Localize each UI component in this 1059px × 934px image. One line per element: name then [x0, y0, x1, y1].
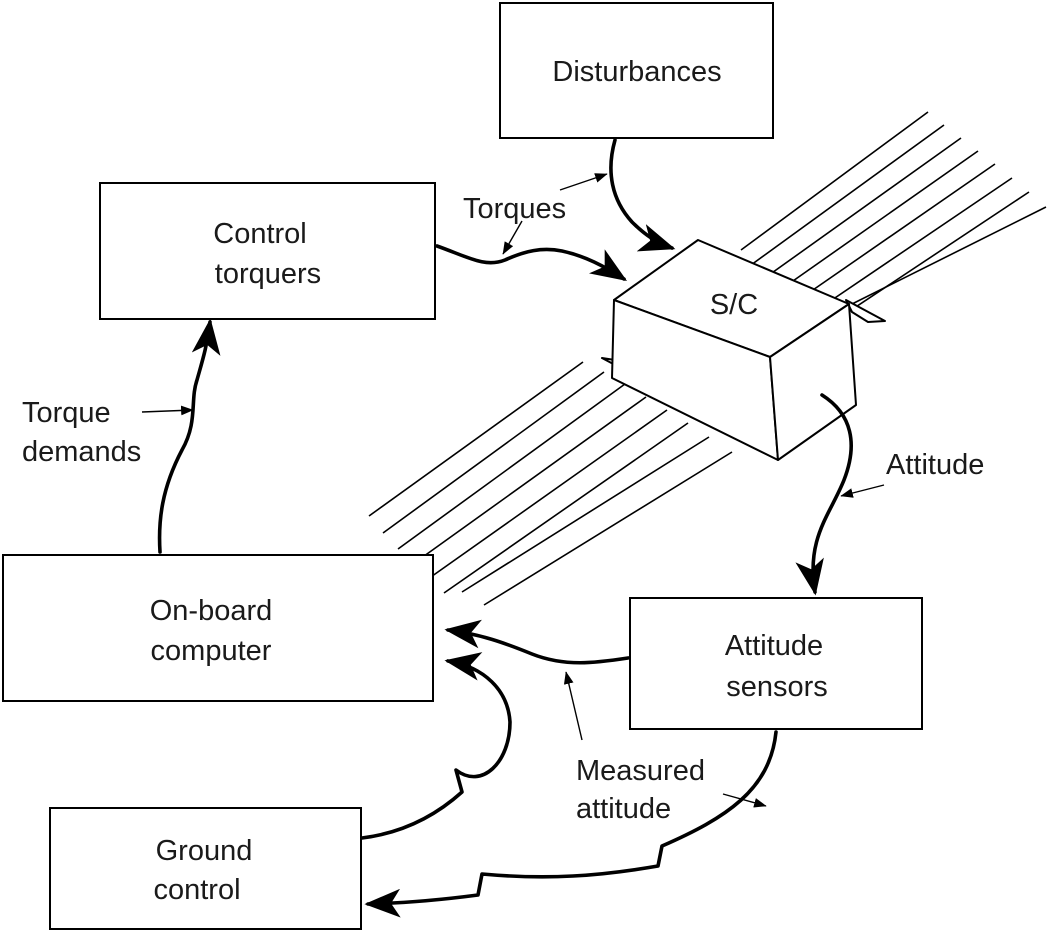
control-torquers-block: Control torquers — [99, 182, 436, 320]
torque-demands-label-line2: demands — [22, 436, 141, 468]
attitude-sensors-label-line2: sensors — [726, 671, 828, 703]
torque-demands-arrow — [157, 318, 221, 554]
attitude-arrow — [795, 393, 853, 596]
measured-attitude-label-line2: attitude — [576, 793, 671, 825]
spacecraft-side-face — [769, 303, 857, 461]
disturbances-block: Disturbances — [499, 2, 774, 139]
measured-attitude-to-computer-arrow — [444, 619, 630, 665]
onboard-computer-label-line2: computer — [151, 635, 272, 667]
attitude-sensors-block: Attitude sensors — [629, 597, 923, 730]
attitude-label: Attitude — [886, 449, 984, 481]
torques-leader-to-disturbance — [559, 173, 608, 191]
ground-control-uplink-arrow — [360, 652, 512, 840]
torques-leader-to-control — [502, 220, 523, 255]
control-torquers-label-line2: torquers — [215, 258, 321, 290]
attitude-leader — [840, 484, 885, 498]
measured-attitude-leader-down — [722, 793, 767, 808]
ground-control-label-line2: control — [153, 874, 240, 906]
onboard-computer-block: On-board computer — [2, 554, 434, 702]
ground-control-block: Ground control — [49, 807, 362, 930]
torque-demands-leader — [141, 405, 194, 416]
control-torquers-label-line1: Control — [213, 218, 307, 250]
measured-attitude-to-ground-arrow — [364, 730, 778, 918]
measured-attitude-leader-up — [563, 671, 583, 741]
control-torque-arrow — [435, 244, 628, 281]
attitude-sensors-label-line1: Attitude — [725, 630, 823, 662]
torques-label: Torques — [463, 193, 566, 225]
spacecraft-label: S/C — [710, 289, 758, 321]
disturbance-torque-arrow — [609, 138, 676, 252]
ground-control-label-line1: Ground — [156, 835, 253, 867]
disturbances-label: Disturbances — [552, 56, 721, 88]
onboard-computer-label-line1: On-board — [150, 595, 273, 627]
spacecraft-body: S/C — [611, 239, 857, 461]
torque-demands-label-line1: Torque — [22, 397, 111, 429]
measured-attitude-label-line1: Measured — [576, 755, 705, 787]
